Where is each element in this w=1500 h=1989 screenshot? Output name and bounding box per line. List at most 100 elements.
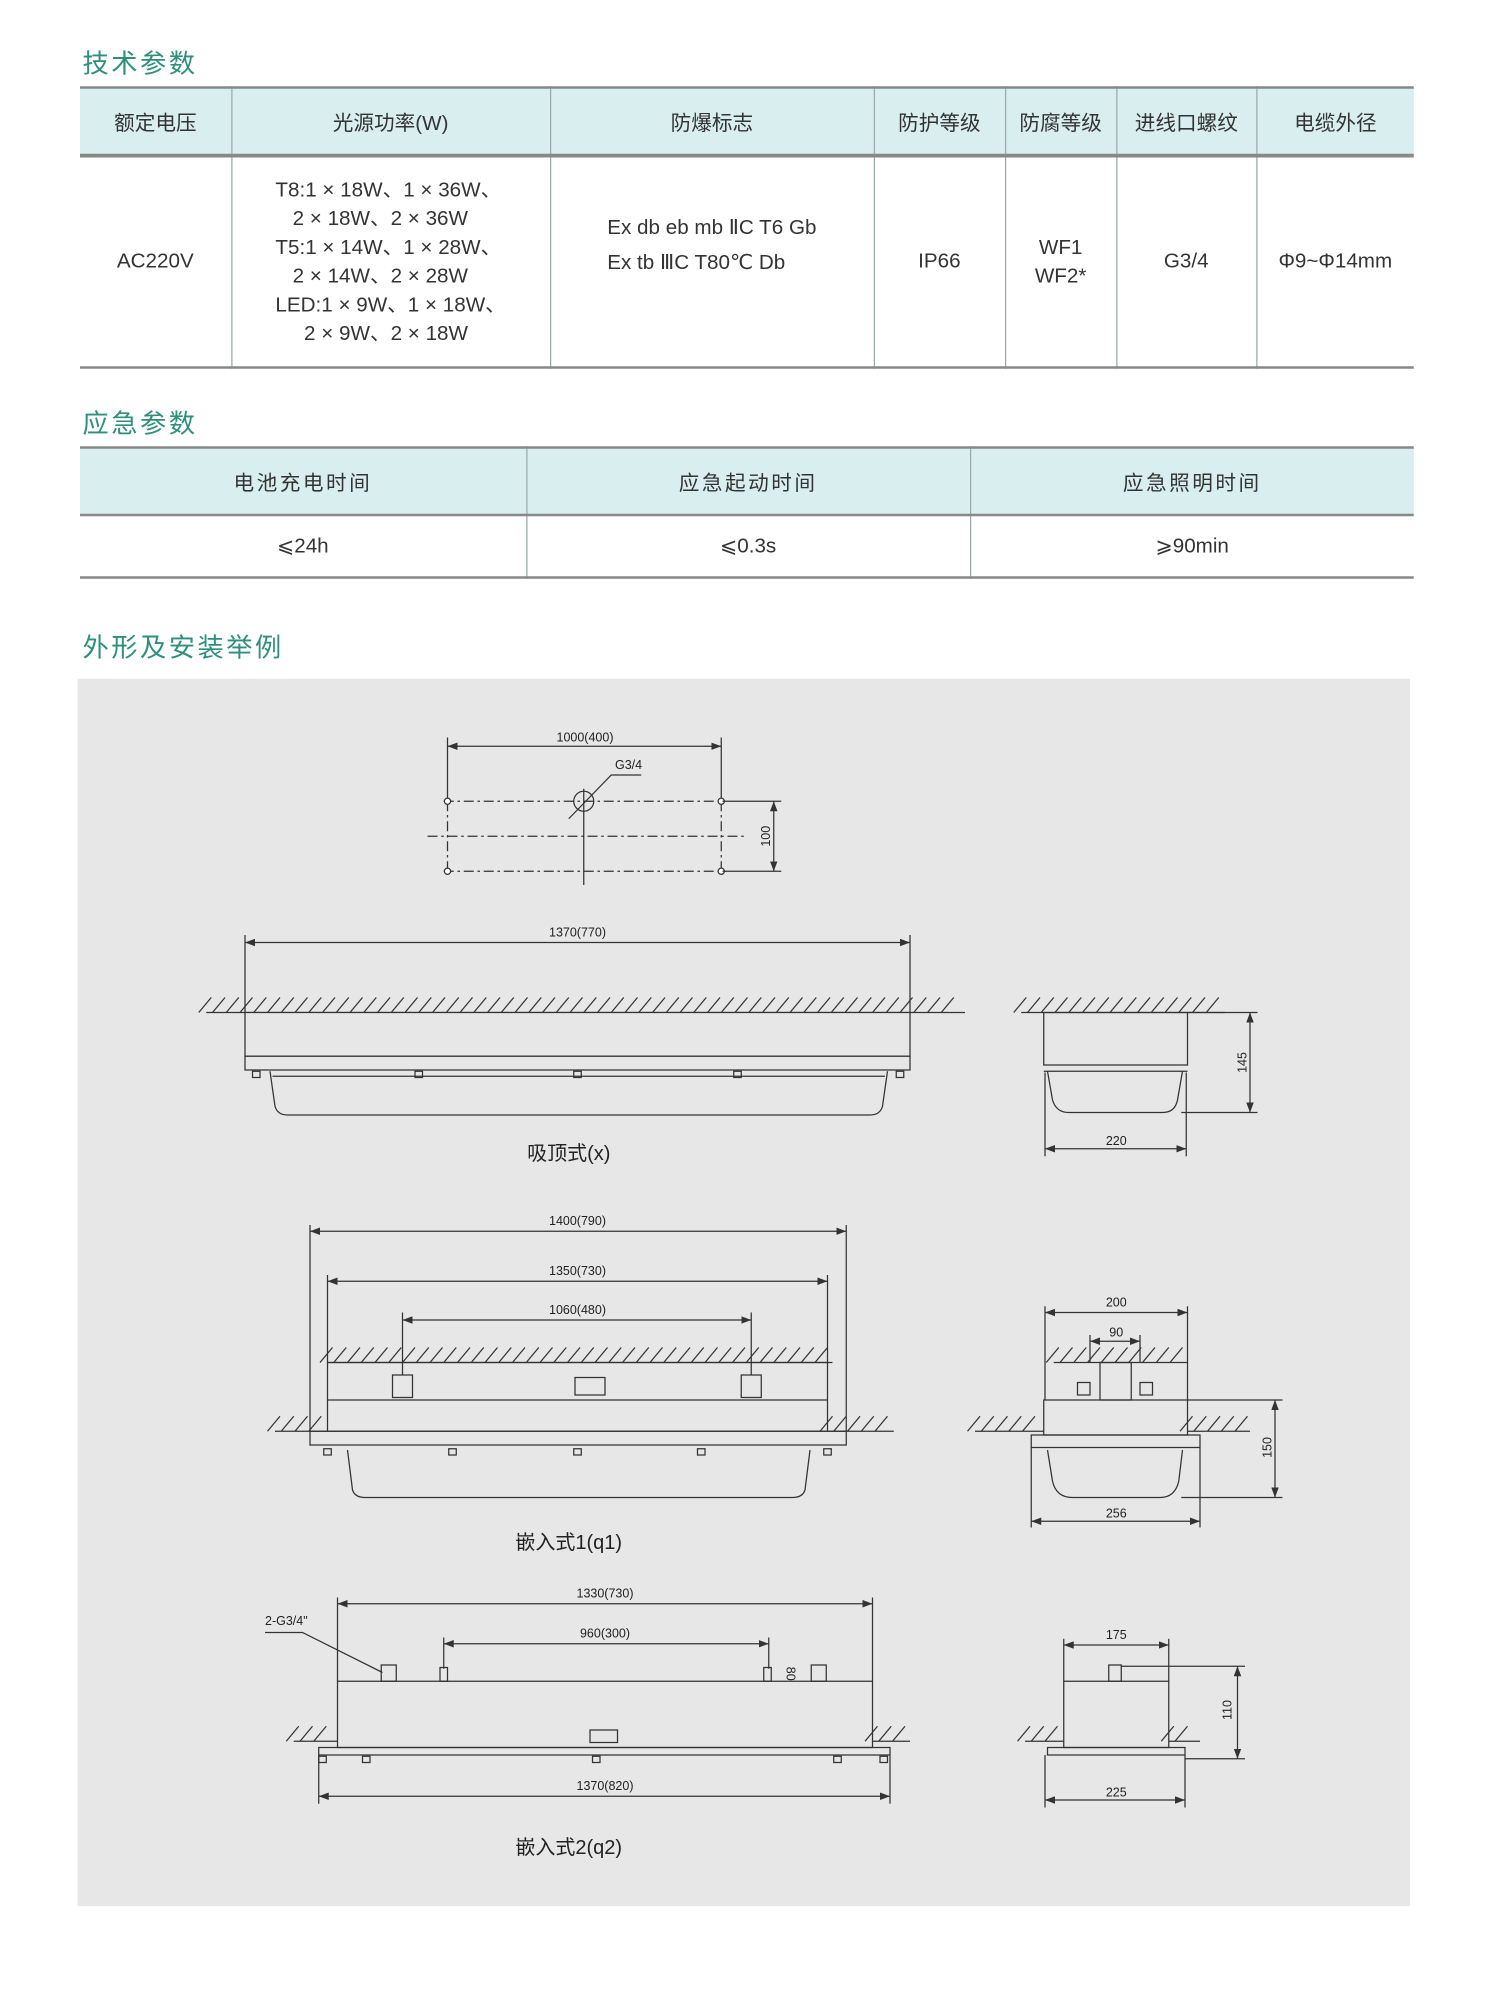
bolt: [251, 1070, 261, 1079]
hatch-line: [1128, 1347, 1142, 1363]
recessed-1-side: 200 90 150 256: [975, 1295, 1283, 1528]
bolt: [879, 1755, 889, 1764]
surface-mount-front: 1370(770) 吸顶式(x): [206, 925, 965, 1165]
surface-mount-side: 145 220: [1021, 1011, 1258, 1157]
dim-q2-h80: 80: [783, 1667, 797, 1681]
hatch-line: [872, 997, 886, 1013]
hatch-line: [569, 997, 583, 1013]
hatch-line: [649, 1347, 663, 1363]
hatch-line: [457, 1347, 471, 1363]
power-line: 2 × 9W、2 × 18W: [275, 321, 468, 345]
hatch-line: [553, 1347, 567, 1363]
power-line: T8:1 × 18W、1 × 36W、: [275, 178, 502, 201]
ceiling-hatches: [198, 997, 1248, 1742]
hatch-line: [377, 997, 391, 1013]
hatch-line: [498, 1347, 512, 1363]
hatch-line: [892, 1725, 906, 1742]
hatch-line: [1150, 997, 1165, 1013]
hatch-line: [775, 997, 790, 1013]
hatch-line: [1073, 1347, 1087, 1363]
dim-q1-width: 256: [1106, 1507, 1127, 1521]
hatch-line: [374, 1347, 388, 1363]
hatch-line: [830, 997, 845, 1013]
caption-q1: 嵌入式1(q1): [515, 1531, 622, 1554]
hatch-line: [1030, 1725, 1045, 1742]
hatch-line: [980, 1415, 995, 1432]
dim-q1-w1: 200: [1106, 1295, 1127, 1309]
dim-plan-thread: G3/4: [615, 758, 642, 772]
dim-q1-d2: 1350(730): [549, 1264, 606, 1278]
hatch-line: [679, 997, 693, 1013]
hatch-line: [690, 1347, 705, 1363]
hatch-line: [652, 997, 666, 1013]
hatch-line: [1040, 997, 1055, 1013]
hatch-line: [299, 1725, 313, 1742]
cell-start-time: ⩽0.3s: [525, 515, 970, 578]
hatch-line: [773, 1347, 787, 1363]
dim-x-length: 1370(770): [549, 925, 606, 939]
hatch-line: [473, 997, 487, 1013]
hatch-line: [555, 997, 570, 1013]
hatch-line: [858, 997, 872, 1013]
dim-q2-w1: 175: [1106, 1628, 1127, 1642]
th-thread: 进线口螺纹: [1115, 87, 1257, 156]
hatch-line: [360, 1347, 375, 1363]
hatch-line: [1179, 1415, 1193, 1432]
dim-q2-d3: 1370(820): [577, 1779, 634, 1793]
emergency-params-table: 电池充电时间 应急起动时间 应急照明时间 ⩽24h ⩽0.3s ⩾90min: [80, 446, 1414, 579]
hatch-line: [418, 997, 432, 1013]
hatch-line: [443, 1347, 457, 1363]
th-charge-time: 电池充电时间: [80, 447, 527, 515]
hatch-line: [280, 997, 295, 1013]
hatch-line: [874, 1415, 888, 1432]
th-voltage: 额定电压: [80, 87, 232, 156]
hatch-line: [635, 1347, 650, 1363]
hatch-line: [704, 1347, 718, 1363]
bolt: [318, 1755, 327, 1764]
label-q2-gland: 2-G3/4": [265, 1614, 308, 1628]
bolt: [573, 1070, 582, 1079]
cell-cable: Φ9~Φ14mm: [1255, 155, 1414, 368]
cell-ip: IP66: [873, 155, 1005, 368]
hatch-line: [319, 1347, 333, 1363]
hatch-line: [608, 1347, 622, 1363]
recessed-2-front: 1330(730) 960(300) 2-G3/4" 80 1370(820) …: [265, 1587, 910, 1859]
cell-charge-time: ⩽24h: [276, 535, 329, 558]
cell-voltage: AC220V: [116, 250, 194, 273]
hatch-line: [864, 1725, 878, 1742]
section-title-install: 外形及安装举例: [82, 633, 284, 663]
hatch-line: [594, 1347, 608, 1363]
drawing-panel: [77, 678, 1410, 1907]
hatch-line: [622, 1347, 636, 1363]
th-light-time: 应急照明时间: [969, 447, 1414, 515]
hatch-line: [1207, 1415, 1221, 1432]
hatch-line: [363, 997, 377, 1013]
dim-q1-w2: 90: [1109, 1325, 1123, 1339]
power-line: 2 × 18W、2 × 36W: [275, 206, 469, 230]
hatch-line: [294, 997, 308, 1013]
hatch-line: [1095, 997, 1110, 1013]
hatch-line: [878, 1725, 892, 1742]
hatch-line: [762, 997, 776, 1013]
hatch-line: [677, 1347, 691, 1363]
wf-line: WF1: [1038, 235, 1083, 259]
hatch-line: [789, 997, 803, 1013]
hatch-line: [833, 1415, 847, 1432]
hatch-line: [445, 997, 460, 1013]
hatch-line: [1059, 1347, 1073, 1363]
bolts: [251, 1070, 905, 1079]
dim-q1-height: 150: [1260, 1437, 1274, 1458]
hatch-line: [734, 997, 748, 1013]
recessed-1-front: 1400(790) 1350(730) 1060(480) 嵌入式1(q1): [275, 1214, 894, 1554]
section-title-tech: 技术参数: [82, 50, 198, 79]
hatch-line: [267, 997, 281, 1013]
th-cable: 电缆外径: [1255, 87, 1414, 156]
hatch-line: [308, 1415, 322, 1432]
hatch-line: [732, 1347, 746, 1363]
hatch-line: [787, 1347, 801, 1363]
caption-x: 吸顶式(x): [527, 1142, 610, 1165]
bolt: [733, 1070, 742, 1079]
hatch-line: [347, 1347, 361, 1363]
hatch-line: [638, 997, 652, 1013]
